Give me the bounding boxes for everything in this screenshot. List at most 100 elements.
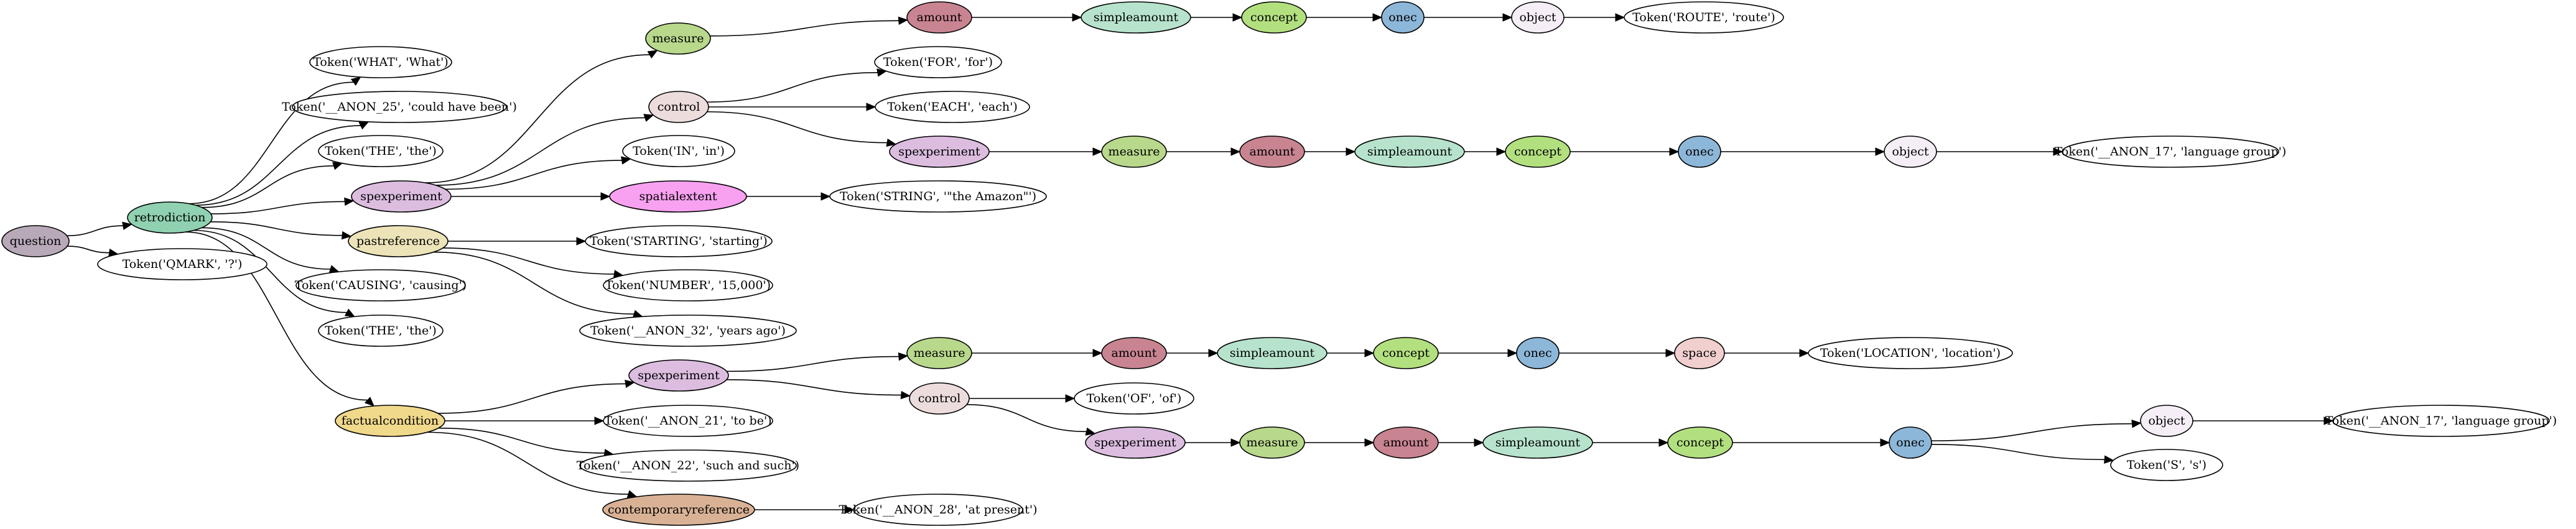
node-label: Token('__ANON_17', 'language group') [2325, 414, 2557, 428]
node-label: Token('LOCATION', 'location') [1820, 346, 2001, 360]
edge-question-to-retrodiction [67, 221, 133, 236]
node-label: Token('THE', 'the') [325, 144, 437, 158]
node-label: retrodiction [134, 211, 206, 224]
node-measure2: measure [1101, 136, 1167, 168]
node-amount3: amount [1101, 337, 1167, 369]
edge-retrodiction-to-tok_what [188, 76, 361, 205]
node-label: concept [1676, 436, 1724, 449]
node-shape [295, 269, 466, 301]
node-label: Token('QMARK', '?') [123, 257, 243, 271]
edge-layer [67, 13, 2334, 514]
node-shape [1101, 337, 1167, 369]
edge-amount3-to-simple3 [1166, 349, 1219, 357]
node-shape [889, 136, 990, 168]
node-shape [1511, 1, 1565, 34]
edge-factcond-to-tok_anon21 [445, 416, 605, 425]
node-spexp1: spexperiment [351, 180, 452, 213]
edge-control2-to-tok_of [969, 394, 1076, 403]
node-measure4: measure [1239, 426, 1305, 459]
edge-spexp1-to-measure1 [425, 50, 658, 183]
node-shape [1808, 337, 2013, 369]
edge-onec4-to-object4 [1931, 420, 2142, 441]
edge-object2-to-tok_anon17a [1937, 147, 2063, 156]
node-shape [1241, 1, 1307, 34]
node-label: Token('STRING', '"the Amazon"') [840, 190, 1036, 203]
node-shape [318, 315, 444, 347]
node-label: concept [1250, 11, 1298, 24]
node-shape [1678, 136, 1721, 168]
node-label: onec [1685, 145, 1714, 159]
node-label: amount [1383, 436, 1429, 449]
edge-factcond-to-tok_anon22 [438, 427, 615, 458]
edge-retrodiction-to-tok_the1 [202, 162, 343, 208]
node-label: amount [1250, 145, 1295, 159]
node-shape [351, 180, 452, 213]
node-control2: control [909, 382, 970, 415]
edge-control1-to-spexp2 [707, 111, 897, 147]
edge-onec3-to-space1 [1559, 349, 1676, 357]
node-label: Token('__ANON_25', 'could have been') [282, 100, 517, 114]
edge-retrodiction-to-pastref [210, 221, 352, 240]
node-label: Token('FOR', 'for') [883, 55, 993, 69]
node-shape [1, 225, 70, 257]
edge-onec1-to-object1 [1424, 13, 1513, 22]
node-simple3: simpleamount [1217, 337, 1328, 369]
edge-concept4-to-onec4 [1732, 438, 1890, 447]
node-tok_string: Token('STRING', '"the Amazon"') [829, 180, 1047, 213]
node-tok_anon22: Token('__ANON_22', 'such and such') [577, 449, 799, 482]
node-tok_for: Token('FOR', 'for') [874, 46, 1002, 78]
edge-amount1-to-simple1 [972, 13, 1082, 22]
node-spexp2: spexperiment [889, 136, 990, 168]
node-label: control [918, 392, 961, 405]
node-shape [318, 135, 444, 167]
node-shape [1074, 382, 1194, 415]
node-shape [309, 46, 452, 78]
node-label: Token('THE', 'the') [325, 324, 437, 338]
node-onec1: onec [1381, 1, 1425, 34]
node-label: Token('WHAT', 'What') [313, 55, 449, 69]
edge-spexp3-to-measure3 [727, 352, 909, 372]
node-label: object [2148, 414, 2185, 428]
node-shape [2140, 405, 2193, 437]
edge-factcond-to-spexp3 [437, 379, 635, 414]
node-label: control [658, 100, 700, 114]
node-label: Token('__ANON_28', 'at present') [839, 503, 1037, 517]
node-shape [1373, 426, 1439, 459]
node-concept3: concept [1373, 337, 1439, 369]
node-amount1: amount [906, 1, 972, 34]
node-shape [648, 91, 709, 123]
node-tok_route: Token('ROUTE', 'route') [1624, 1, 1784, 34]
edge-simple4-to-concept4 [1593, 438, 1669, 447]
node-shape [335, 405, 445, 437]
node-label: simpleamount [1094, 11, 1179, 24]
edge-onec4-to-tok_s [1931, 444, 2114, 464]
node-concept4: concept [1667, 426, 1733, 459]
node-spatial: spatialextent [609, 180, 747, 213]
node-shape [909, 382, 970, 415]
node-tok_in: Token('IN', 'in') [622, 135, 735, 167]
node-label: amount [917, 11, 962, 24]
node-label: Token('ROUTE', 'route') [1632, 11, 1775, 24]
node-label: onec [1896, 436, 1925, 449]
node-shape [1101, 136, 1167, 168]
node-shape [906, 1, 972, 34]
node-shape [1239, 426, 1305, 459]
edge-concept2-to-onec2 [1570, 147, 1680, 156]
node-label: simpleamount [1230, 346, 1315, 360]
node-shape [1239, 136, 1305, 168]
node-shape [1085, 426, 1186, 459]
node-shape [97, 248, 267, 280]
node-tok_anon21: Token('__ANON_21', 'to be') [603, 405, 773, 437]
edge-spexp1-to-control1 [435, 114, 654, 186]
node-shape [874, 46, 1002, 78]
node-label: spatialextent [639, 190, 717, 203]
node-label: concept [1382, 346, 1430, 360]
edge-object1-to-tok_route [1564, 13, 1625, 22]
edge-spexp3-to-control2 [726, 379, 911, 400]
edge-control1-to-tok_each [709, 103, 876, 111]
node-label: question [10, 234, 62, 248]
node-label: factualcondition [342, 414, 439, 428]
edge-factcond-to-contemp [427, 431, 638, 499]
node-simple2: simpleamount [1354, 136, 1465, 168]
node-shape [628, 359, 729, 392]
